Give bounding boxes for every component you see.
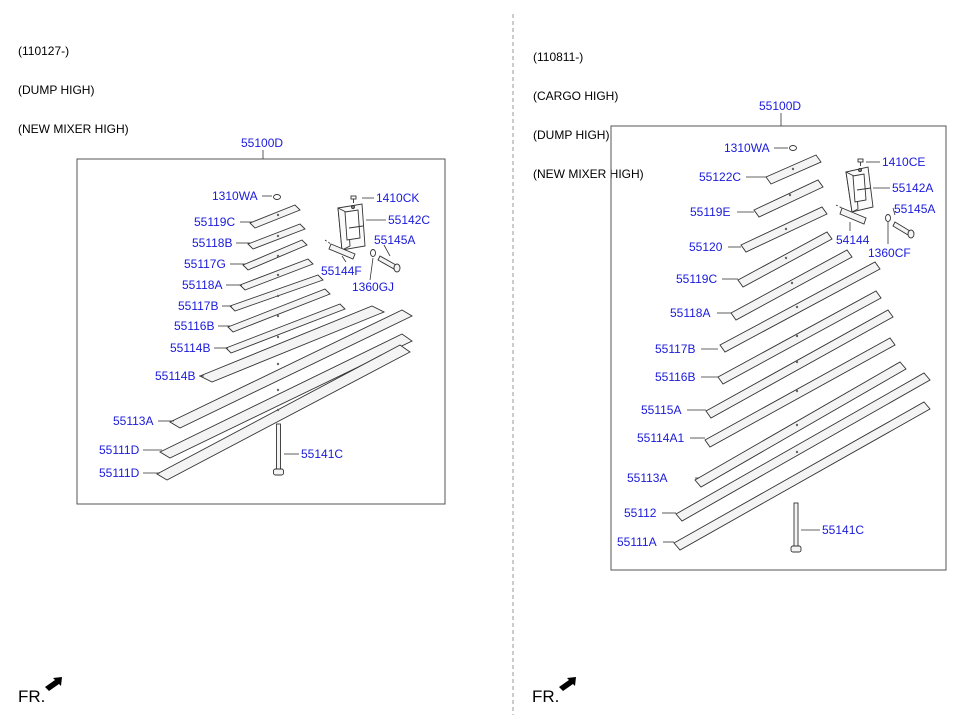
part-label-1310wa[interactable]: 1310WA	[724, 141, 770, 155]
left-center-bolt-55141c	[273, 423, 284, 476]
part-label-55118a[interactable]: 55118A	[670, 306, 710, 320]
front-direction-label: FR.	[18, 687, 45, 706]
part-label-55141c[interactable]: 55141C	[822, 523, 864, 537]
right-bolt-55145a	[892, 221, 915, 239]
part-label-55116b[interactable]: 55116B	[174, 319, 214, 333]
right-leader-lines	[662, 147, 896, 543]
leaf-spring	[704, 337, 896, 448]
part-label-55114b[interactable]: 55114B	[155, 369, 195, 383]
left-pin-55144f	[324, 239, 356, 260]
left-spring-bracket	[337, 203, 366, 251]
leaf-spring	[227, 288, 331, 333]
leaf-spring	[156, 344, 411, 481]
left-leader-lines	[143, 195, 391, 474]
part-label-55114a1[interactable]: 55114A1	[637, 431, 684, 445]
leaf-spring	[198, 305, 386, 383]
part-label-55145a[interactable]: 55145A	[894, 202, 935, 216]
leaf-spring	[169, 309, 413, 429]
leaf-spring	[740, 206, 828, 253]
right-diagram: 55100D	[532, 99, 947, 706]
part-label-55113a[interactable]: 55113A	[627, 471, 667, 485]
part-label-55114b[interactable]: 55114B	[170, 341, 210, 355]
part-label-55117g[interactable]: 55117G	[184, 257, 226, 271]
part-label-55119e[interactable]: 55119E	[690, 205, 730, 219]
right-header-line: (CARGO HIGH)	[533, 89, 619, 103]
leaf-spring	[225, 303, 346, 354]
part-label-55112[interactable]: 55112	[624, 506, 657, 520]
left-washer-1360gj	[370, 249, 376, 257]
left-header-line: (110127-)	[18, 44, 70, 58]
part-label-55117b[interactable]: 55117B	[178, 299, 218, 313]
part-label-55115a[interactable]: 55115A	[641, 403, 681, 417]
part-label-55119c[interactable]: 55119C	[676, 272, 717, 286]
right-header-line: (DUMP HIGH)	[533, 128, 610, 142]
part-label-1360cf[interactable]: 1360CF	[868, 246, 911, 260]
right-pin-54144	[835, 204, 867, 225]
part-label-55144f[interactable]: 55144F	[321, 264, 362, 278]
part-label-55111a[interactable]: 55111A	[617, 535, 657, 549]
right-nut-1310wa	[789, 145, 797, 151]
right-center-holes	[784, 167, 799, 454]
left-assembly-frame	[76, 158, 446, 505]
right-center-bolt-55141c	[790, 502, 802, 553]
left-nut-1310wa	[273, 194, 281, 200]
leaf-spring	[239, 258, 314, 291]
right-bolt-1410ce	[857, 158, 864, 166]
right-assembly-frame	[610, 125, 947, 571]
leaf-spring	[249, 204, 301, 229]
part-label-54144[interactable]: 54144	[836, 233, 870, 247]
left-header: (110127-) (DUMP HIGH) (NEW MIXER HIGH)	[18, 19, 129, 149]
leaf-spring	[242, 239, 308, 271]
front-direction-label: FR.	[532, 687, 559, 706]
left-bolt-1410ck	[350, 195, 357, 203]
left-leaf-stack	[156, 204, 413, 481]
leaf-spring	[737, 231, 833, 288]
front-arrow-icon	[45, 677, 62, 691]
part-label-1410ck[interactable]: 1410CK	[376, 191, 419, 205]
left-assembly-label[interactable]: 55100D	[241, 136, 283, 150]
leaf-spring	[159, 333, 413, 459]
part-label-55113a[interactable]: 55113A	[113, 414, 153, 428]
leaf-spring	[717, 290, 882, 385]
leaf-spring	[730, 249, 853, 321]
part-label-55142a[interactable]: 55142A	[892, 181, 933, 195]
part-label-55120[interactable]: 55120	[689, 240, 723, 254]
right-assembly-label[interactable]: 55100D	[759, 99, 801, 113]
part-label-55111d[interactable]: 55111D	[99, 443, 140, 457]
leaf-spring	[229, 274, 324, 312]
part-label-1310wa[interactable]: 1310WA	[212, 189, 258, 203]
right-spring-bracket	[845, 166, 874, 213]
part-label-1360gj[interactable]: 1360GJ	[352, 280, 394, 294]
right-header-line: (110811-)	[533, 50, 584, 64]
part-label-55145a[interactable]: 55145A	[374, 233, 415, 247]
left-diagram: 55100D	[18, 136, 446, 706]
leaf-spring	[753, 179, 824, 218]
part-label-55141c[interactable]: 55141C	[301, 447, 343, 461]
right-header: (110811-) (CARGO HIGH) (DUMP HIGH) (NEW …	[533, 25, 644, 194]
part-label-55116b[interactable]: 55116B	[655, 370, 695, 384]
left-bolt-55145a	[377, 255, 401, 273]
part-label-55142c[interactable]: 55142C	[388, 213, 430, 227]
front-arrow-icon	[559, 677, 576, 691]
right-header-line: (NEW MIXER HIGH)	[533, 167, 644, 181]
left-header-line: (DUMP HIGH)	[18, 83, 95, 97]
part-label-55119c[interactable]: 55119C	[194, 215, 235, 229]
part-label-55118a[interactable]: 55118A	[182, 278, 222, 292]
left-header-line: (NEW MIXER HIGH)	[18, 122, 129, 136]
part-label-55117b[interactable]: 55117B	[655, 342, 695, 356]
leaf-spring	[719, 261, 881, 353]
part-label-1410ce[interactable]: 1410CE	[882, 155, 925, 169]
leaf-spring	[673, 401, 931, 551]
part-label-55111d[interactable]: 55111D	[99, 466, 140, 480]
leaf-spring	[247, 223, 306, 250]
part-label-55118b[interactable]: 55118B	[192, 236, 232, 250]
leaf-spring	[694, 361, 907, 488]
right-leaf-stack	[673, 154, 931, 551]
right-washer-1360cf	[885, 214, 891, 222]
leaf-spring	[675, 372, 931, 522]
leaf-spring	[705, 309, 894, 419]
part-label-55122c[interactable]: 55122C	[699, 170, 741, 184]
left-center-holes	[276, 213, 280, 412]
